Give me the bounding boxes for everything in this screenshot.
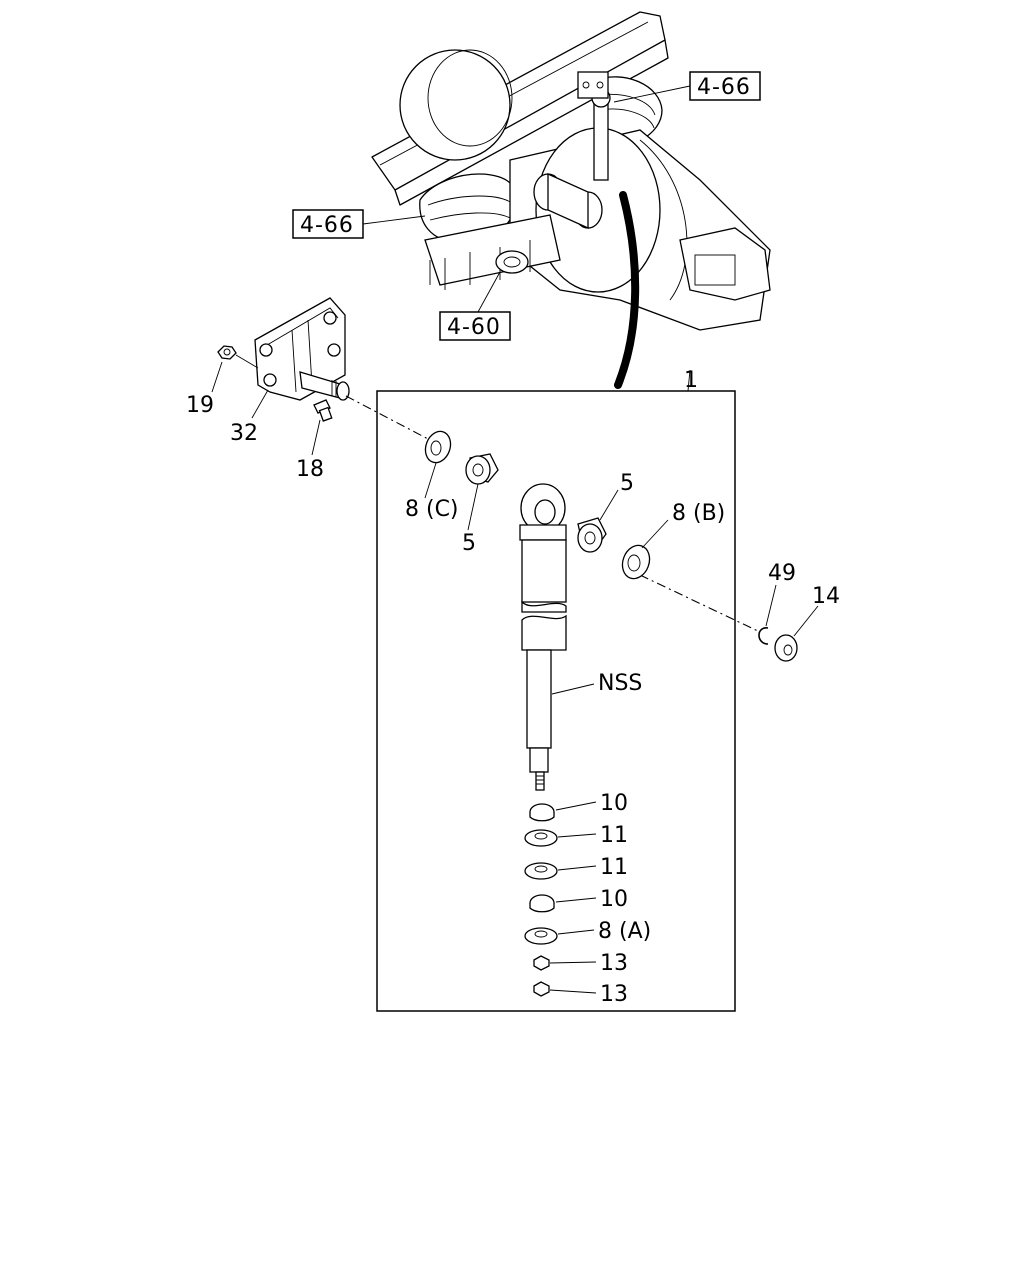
ref-box-4-66-top[interactable]: 4-66	[689, 71, 761, 101]
bushing-5-left	[465, 453, 499, 485]
ref-label-4-66-left: 4-66	[300, 213, 354, 238]
label-part-10-lower: 10	[600, 887, 628, 912]
label-part-8a: 8 (A)	[598, 919, 651, 944]
leader-lines	[211, 361, 819, 994]
label-part-11-lower: 11	[600, 855, 628, 880]
axle-frame-assembly	[371, 11, 771, 389]
label-part-14: 14	[812, 584, 840, 609]
label-part-32: 32	[230, 421, 258, 446]
bracket-32	[254, 297, 350, 401]
retainer-11-lower	[524, 862, 558, 880]
bushing-5-right	[577, 517, 607, 553]
nut-19	[217, 345, 237, 360]
shock-absorber-nss	[519, 483, 567, 791]
ref-label-4-60: 4-60	[447, 315, 501, 340]
rubber-bushing-10-upper	[529, 803, 555, 822]
ref-box-4-66-left[interactable]: 4-66	[292, 209, 364, 239]
label-part-8b: 8 (B)	[672, 501, 725, 526]
label-part-13-lower: 13	[600, 982, 628, 1007]
ref-box-4-60[interactable]: 4-60	[439, 311, 511, 341]
washer-8a	[524, 927, 558, 945]
snap-ring-49	[758, 627, 769, 645]
label-nss: NSS	[598, 671, 642, 696]
washer-8c	[424, 430, 452, 464]
label-part-11-upper: 11	[600, 823, 628, 848]
nut-14	[774, 634, 798, 662]
label-part-18: 18	[296, 457, 324, 482]
label-part-1: 1	[684, 368, 698, 393]
label-part-49: 49	[768, 561, 796, 586]
nut-13-lower	[533, 981, 550, 997]
label-part-5-right: 5	[620, 471, 634, 496]
ref-label-4-66-top: 4-66	[697, 75, 751, 100]
label-part-13-upper: 13	[600, 951, 628, 976]
label-part-19: 19	[186, 393, 214, 418]
kit-box-1	[376, 390, 736, 1012]
label-part-10-upper: 10	[600, 791, 628, 816]
nut-13-upper	[533, 955, 550, 971]
label-part-8c: 8 (C)	[405, 497, 459, 522]
label-part-5-left: 5	[462, 531, 476, 556]
retainer-11-upper	[524, 829, 558, 847]
rubber-bushing-10-lower	[529, 894, 555, 913]
bolt-18	[313, 399, 333, 422]
washer-8b	[621, 544, 651, 580]
